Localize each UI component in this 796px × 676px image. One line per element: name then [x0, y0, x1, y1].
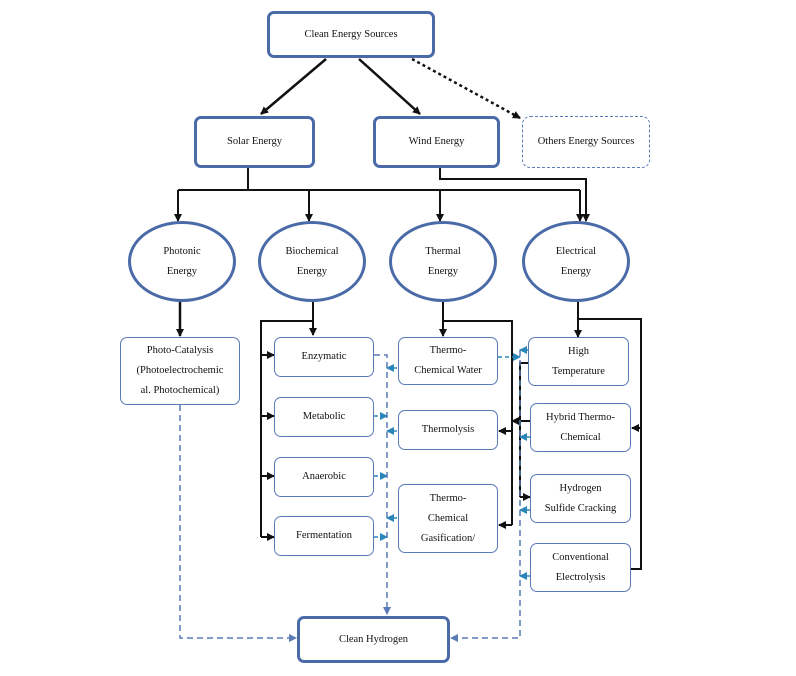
node-high-temperature-line2: Temperature [552, 365, 605, 377]
node-metabolic-label: Metabolic [302, 411, 346, 422]
arrow-root-to-solar [260, 58, 327, 115]
node-enzymatic-label: Enzymatic [301, 351, 347, 362]
node-solar-energy-label: Solar Energy [227, 136, 282, 147]
node-photo-catalysis-line1: Photo-Catalysis [146, 345, 214, 356]
arrow-wind-to-electrical [439, 168, 590, 222]
node-hybrid-thermo-chemical-line2: Chemical [560, 431, 601, 443]
node-solar-energy: Solar Energy [194, 116, 315, 168]
node-hydrogen-sulfide-cracking-line1: Hydrogen [559, 482, 602, 494]
node-photonic-energy-line2: Energy [166, 265, 198, 277]
node-thermo-chemical-gasification-line1: Thermo- [429, 492, 467, 504]
connector-hightemp-to-thermal [519, 362, 528, 497]
node-biochemical-energy-line2: Energy [296, 265, 328, 277]
node-hydrogen-sulfide-cracking: Hydrogen Sulfide Cracking [530, 474, 631, 523]
node-photo-catalysis-line3: al. Photochemical) [140, 385, 220, 396]
node-electrical-energy-line1: Electrical [555, 245, 597, 257]
node-high-temperature: High Temperature [528, 337, 629, 386]
node-clean-hydrogen: Clean Hydrogen [297, 616, 450, 663]
node-clean-energy-sources: Clean Energy Sources [267, 11, 435, 58]
node-fermentation-label: Fermentation [296, 530, 352, 541]
node-clean-hydrogen-label: Clean Hydrogen [338, 633, 409, 645]
node-conventional-electrolysis-line2: Electrolysis [555, 571, 606, 583]
node-conventional-electrolysis-line1: Conventional [552, 551, 609, 563]
node-photo-catalysis-line2: (Photoelectrochemic [136, 365, 224, 376]
node-thermo-chemical-water: Thermo- Chemical Water [398, 337, 498, 385]
node-thermal-energy-line1: Thermal [425, 245, 461, 257]
node-thermo-chemical-gasification: Thermo- Chemical Gasification/ [398, 484, 498, 553]
node-photo-catalysis: Photo-Catalysis (Photoelectrochemic al. … [120, 337, 240, 405]
node-thermo-chemical-water-line1: Thermo- [429, 345, 467, 356]
node-thermal-energy-line2: Energy [427, 265, 459, 277]
node-thermo-chemical-water-line2: Chemical Water [414, 365, 482, 376]
node-biochemical-energy: Biochemical Energy [258, 221, 366, 302]
node-fermentation: Fermentation [274, 516, 374, 556]
dashed-photocatalysis-to-hydrogen [179, 405, 297, 642]
node-clean-energy-sources-label: Clean Energy Sources [304, 28, 398, 40]
node-metabolic: Metabolic [274, 397, 374, 437]
dashed-biochemical-collector [374, 354, 391, 615]
node-thermal-energy: Thermal Energy [389, 221, 497, 302]
node-electrical-energy-line2: Energy [560, 265, 592, 277]
node-photonic-energy-line1: Photonic [163, 245, 201, 257]
node-high-temperature-line1: High [568, 345, 589, 357]
node-thermolysis: Thermolysis [398, 410, 498, 450]
node-conventional-electrolysis: Conventional Electrolysis [530, 543, 631, 592]
node-others-energy-sources: Others Energy Sources [522, 116, 650, 168]
arrow-root-to-wind [358, 58, 421, 115]
biochemical-branch-line [260, 302, 314, 537]
node-thermolysis-label: Thermolysis [421, 424, 475, 435]
node-wind-energy: Wind Energy [373, 116, 500, 168]
node-thermo-chemical-gasification-line3: Gasification/ [420, 532, 476, 544]
node-hybrid-thermo-chemical: Hybrid Thermo- Chemical [530, 403, 631, 452]
node-biochemical-energy-line1: Biochemical [285, 245, 339, 257]
node-hybrid-thermo-chemical-line1: Hybrid Thermo- [546, 411, 615, 423]
node-wind-energy-label: Wind Energy [408, 136, 465, 147]
node-photonic-energy: Photonic Energy [128, 221, 236, 302]
arrow-root-to-others [411, 57, 521, 120]
node-hydrogen-sulfide-cracking-line2: Sulfide Cracking [544, 502, 617, 514]
node-anaerobic-label: Anaerobic [302, 471, 346, 482]
node-others-energy-sources-label: Others Energy Sources [537, 136, 635, 147]
node-anaerobic: Anaerobic [274, 457, 374, 497]
node-enzymatic: Enzymatic [274, 337, 374, 377]
electrical-branch-line [577, 302, 642, 570]
node-electrical-energy: Electrical Energy [522, 221, 630, 302]
dashed-electrical-collector [450, 350, 521, 642]
node-thermo-chemical-gasification-line2: Chemical [427, 512, 469, 524]
